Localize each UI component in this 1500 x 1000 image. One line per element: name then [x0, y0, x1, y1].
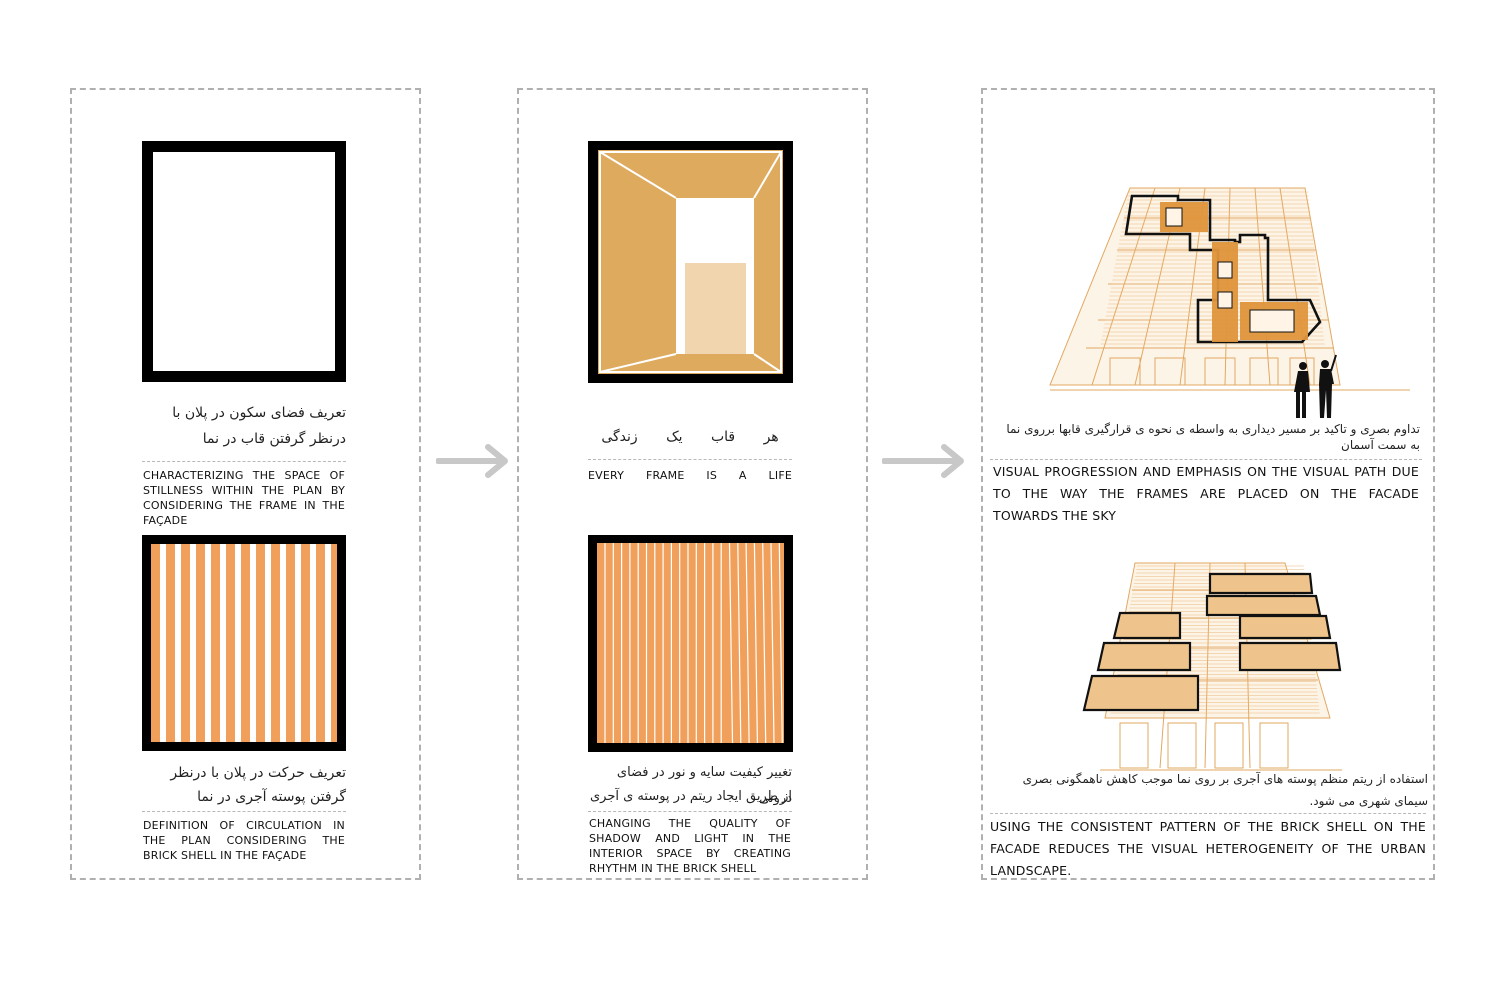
- panel3-persian-top-line2: به سمت آسمان: [1341, 438, 1420, 452]
- panel1-divider-bottom: [142, 811, 346, 812]
- right-arrow-icon: [882, 444, 964, 478]
- panel3-persian-bottom-line1: استفاده از ریتم منظم پوسته های آجری بر ر…: [1022, 772, 1428, 786]
- panel-frame-life: [517, 88, 868, 880]
- panel3-divider-bottom: [990, 813, 1426, 814]
- interior-perspective-drawing: [598, 150, 783, 374]
- fin-line: [753, 543, 758, 743]
- fin-line: [728, 543, 734, 743]
- empty-frame-illustration: [142, 141, 346, 382]
- panel2-divider-bottom: [588, 811, 792, 812]
- fin-line: [762, 543, 767, 743]
- fin-line: [778, 543, 783, 743]
- panel3-english-top: VISUAL PROGRESSION AND EMPHASIS ON THE V…: [993, 464, 1419, 523]
- brick-fins-drawing: [597, 543, 784, 743]
- panel3-persian-bottom-line2: سیمای شهری می شود.: [1309, 794, 1428, 808]
- panel1-persian-top-line1: تعریف فضای سکون در پلان با: [172, 405, 346, 421]
- panel2-english-top: EVERY FRAME IS A LIFE: [588, 469, 792, 482]
- fin-line: [770, 543, 775, 743]
- panel1-english-top: CHARACTERIZING THE SPACE OF STILLNESS WI…: [143, 469, 345, 527]
- empty-frame-inner: [153, 152, 335, 371]
- panel-visual-progression: [981, 88, 1435, 880]
- panel2-divider-top: [588, 459, 792, 460]
- panel1-divider-top: [142, 461, 346, 462]
- fin-line: [737, 543, 742, 743]
- panel2-persian-top: هر قاب یک زندگی: [601, 429, 779, 445]
- building-perspective-bottom: [1082, 562, 1342, 771]
- panel2-persian-bottom-line1: تغییر کیفیت سایه و نور در فضای درونی: [616, 765, 792, 806]
- panel1-persian-top-line2: درنظر گرفتن قاب در نما: [202, 431, 346, 447]
- right-arrow-icon: [436, 444, 508, 478]
- panel2-english-bottom: CHANGING THE QUALITY OF SHADOW AND LIGHT…: [589, 817, 791, 875]
- panel2-persian-bottom-line2: از طریق ایجاد ریتم در پوسته ی آجری: [590, 789, 792, 804]
- panel1-persian-bottom-line1: تعریف حرکت در پلان با درنظر: [170, 765, 346, 781]
- interior-frame-illustration: [588, 141, 793, 383]
- building-perspective-top: [1049, 187, 1410, 418]
- panel3-divider-top: [990, 459, 1422, 460]
- panel-stillness-circulation: [70, 88, 421, 880]
- striped-frame-inner: [151, 544, 337, 742]
- striped-frame-illustration: [142, 535, 346, 751]
- panel1-english-bottom: DEFINITION OF CIRCULATION IN THE PLAN CO…: [143, 819, 345, 862]
- panel1-persian-bottom-line2: گرفتن پوسته آجری در نما: [197, 789, 346, 805]
- panel3-english-bottom: USING THE CONSISTENT PATTERN OF THE BRIC…: [990, 819, 1426, 878]
- panel3-persian-top-line1: تداوم بصری و تاکید بر مسیر دیداری به واس…: [1006, 422, 1420, 436]
- fins-frame-illustration: [588, 535, 793, 752]
- fin-line: [745, 543, 750, 743]
